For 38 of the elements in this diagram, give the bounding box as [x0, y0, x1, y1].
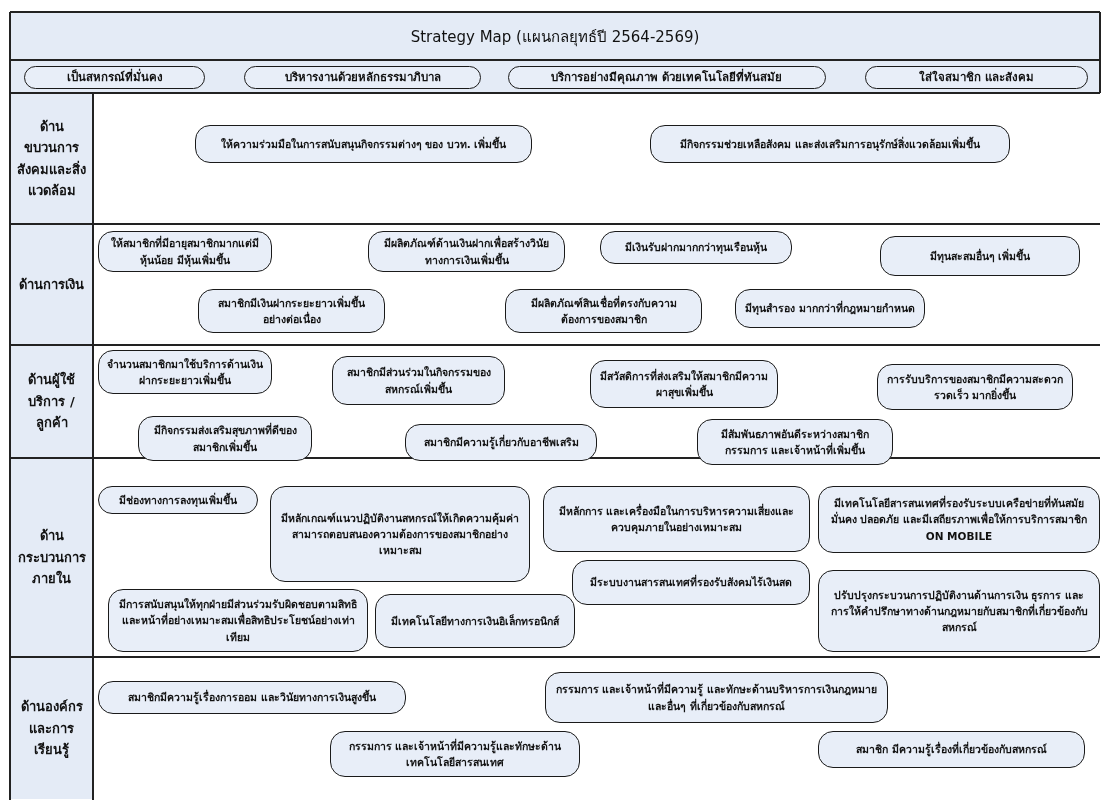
objective-box: มีช่องทางการลงทุนเพิ่มขึ้น — [98, 486, 258, 514]
goal-pill: บริหารงานด้วยหลักธรรมาภิบาล — [244, 66, 481, 89]
objective-box: การรับบริการของสมาชิกมีความสะดวก รวดเร็ว มากยิ่งขึ้น — [877, 364, 1073, 410]
goal-pill: บริการอย่างมีคุณภาพ ด้วยเทคโนโลยีที่ทันสมัย — [508, 66, 826, 89]
objective-box: ปรับปรุงกระบวนการปฏิบัติงานด้านการเงิน ธุรการ และการให้คำปรึกษาทางด้านกฎหมายกับสมาชิกที่เกี่ยวข้องกับสหกรณ์ — [818, 570, 1100, 652]
objective-box: มีเทคโนโลยีสารสนเทศที่รองรับระบบเครือข่ายที่ทันสมัย มั่นคง ปลอดภัย และมีเสถียรภาพเพื่อให้การบริการสมาชิก ON MOBILE — [818, 486, 1100, 553]
objective-box: สมาชิกมีความรู้เกี่ยวกับอาชีพเสริม — [405, 424, 597, 461]
objective-box: มีสวัสดิการที่ส่งเสริมให้สมาชิกมีความผาสุขเพิ่มขึ้น — [590, 360, 778, 408]
objective-box: มีระบบงานสารสนเทศที่รองรับสังคมไร้เงินสด — [572, 560, 810, 605]
objective-box: มีกิจกรรมส่งเสริมสุขภาพที่ดีของสมาชิกเพิ่มขึ้น — [138, 416, 312, 461]
objective-box: มีทุนสำรอง มากกว่าที่กฎหมายกำหนด — [735, 289, 925, 328]
objective-box: มีผลิตภัณฑ์ด้านเงินฝากเพื่อสร้างวินัยทางการเงินเพิ่มขึ้น — [368, 231, 565, 272]
objective-box: มีผลิตภัณฑ์สินเชื่อที่ตรงกับความต้องการของสมาชิก — [505, 289, 702, 333]
objective-box: มีทุนสะสมอื่นๆ เพิ่มขึ้น — [880, 236, 1080, 276]
row-header: ด้านการเงิน — [11, 225, 92, 344]
objective-box: สมาชิก มีความรู้เรื่องที่เกี่ยวข้องกับสหกรณ์ — [818, 731, 1085, 768]
objective-box: มีกิจกรรมช่วยเหลือสังคม และส่งเสริมการอนุรักษ์สิ่งแวดล้อมเพิ่มขึ้น — [650, 125, 1010, 163]
objective-box: สมาชิกมีเงินฝากระยะยาวเพิ่มขึ้นอย่างต่อเนื่อง — [198, 289, 385, 333]
objective-box: กรรมการ และเจ้าหน้าที่มีความรู้ และทักษะด้านบริหารการเงินกฎหมาย และอื่นๆ ที่เกี่ยวข้องกับสหกรณ์ — [545, 672, 888, 723]
row-header: ด้านองค์กรและการเรียนรู้ — [11, 658, 92, 799]
row-header: ด้านขบวนการสังคมและสิ่งแวดล้อม — [11, 94, 92, 223]
objective-box: ให้ความร่วมมือในการสนับสนุนกิจกรรมต่างๆ ของ บวท. เพิ่มขึ้น — [195, 125, 532, 163]
goal-pill: เป็นสหกรณ์ที่มั่นคง — [24, 66, 205, 89]
objective-box: มีหลักการ และเครื่องมือในการบริหารความเสี่ยงและควบคุมภายในอย่างเหมาะสม — [543, 486, 810, 552]
objective-box: มีเทคโนโลยีทางการเงินอิเล็กทรอนิกส์ — [375, 594, 575, 648]
objective-box: มีสัมพันธภาพอันดีระหว่างสมาชิกกรรมการ และเจ้าหน้าที่เพิ่มขึ้น — [697, 419, 893, 465]
objective-box: สมาชิกมีความรู้เรื่องการออม และวินัยทางการเงินสูงขึ้น — [98, 681, 406, 714]
objective-box: มีเงินรับฝากมากกว่าทุนเรือนหุ้น — [600, 231, 792, 264]
title: Strategy Map (แผนกลยุทธ์ปี 2564-2569) — [409, 27, 701, 49]
goal-pill: ใส่ใจสมาชิก และสังคม — [865, 66, 1088, 89]
objective-box: สมาชิกมีส่วนร่วมในกิจกรรมของสหกรณ์เพิ่มขึ้น — [332, 356, 505, 405]
objective-box: จำนวนสมาชิกมาใช้บริการด้านเงินฝากระยะยาวเพิ่มขึ้น — [98, 350, 272, 394]
objective-box: ให้สมาชิกที่มีอายุสมาชิกมากแต่มีหุ้นน้อย มีหุ้นเพิ่มขึ้น — [98, 231, 272, 272]
objective-box: กรรมการ และเจ้าหน้าที่มีความรู้และทักษะด้านเทคโนโลยีสารสนเทศ — [330, 731, 580, 777]
objective-box: มีหลักเกณฑ์แนวปฏิบัติงานสหกรณ์ให้เกิดความคุ้มค่า สามารถตอบสนองความต้องการของสมาชิกอย่างเหมาะสม — [270, 486, 530, 582]
row-header: ด้านกระบวนการภายใน — [11, 459, 92, 656]
row-header: ด้านผู้ใช้บริการ / ลูกค้า — [11, 346, 92, 457]
objective-box: มีการสนับสนุนให้ทุกฝ่ายมีส่วนร่วมรับผิดชอบตามสิทธิ และหน้าที่อย่างเหมาะสมเพื่อสิทธิประโยชน์อย่างเท่าเทียม — [108, 589, 368, 652]
